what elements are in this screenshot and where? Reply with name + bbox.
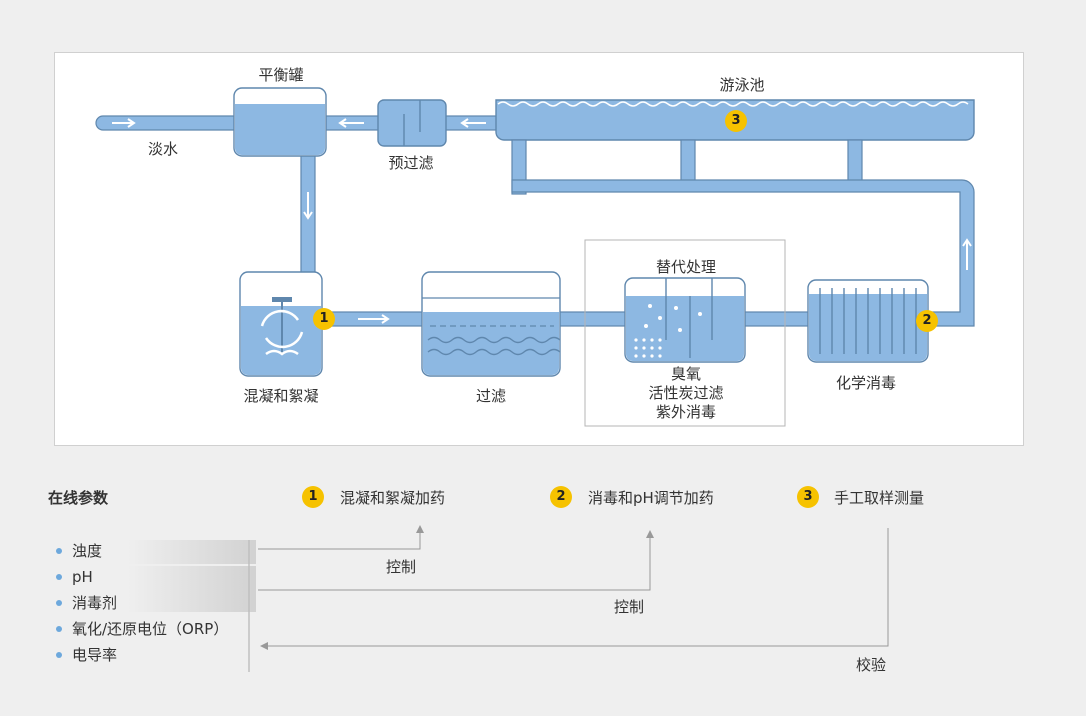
chem-disinfection-label: 化学消毒 — [835, 374, 897, 392]
badge-1: 1 — [313, 308, 335, 330]
legend-connectors — [248, 525, 889, 672]
control-label-1: 控制 — [386, 558, 417, 576]
pool-pipes — [511, 139, 975, 327]
balance-tank — [233, 87, 327, 157]
chem-disinfection-tank — [807, 279, 929, 363]
badge-2: 2 — [916, 310, 938, 332]
param-item: 氧化/还原电位（ORP） — [56, 616, 228, 642]
prefilter — [377, 99, 447, 147]
bullet-icon — [56, 652, 62, 658]
bullet-icon — [56, 574, 62, 580]
alt-treatment-title: 替代处理 — [655, 258, 717, 276]
verify-label: 校验 — [856, 656, 887, 674]
legend-badge-2: 2 — [550, 486, 572, 508]
alt-item-uv: 紫外消毒 — [655, 403, 717, 421]
coagulation-label: 混凝和絮凝 — [243, 387, 319, 405]
bullet-icon — [56, 548, 62, 554]
badge-3: 3 — [725, 110, 747, 132]
param-item: 消毒剂 — [56, 590, 228, 616]
param-item: pH — [56, 564, 228, 590]
fresh-water-label: 淡水 — [148, 140, 179, 158]
bullet-icon — [56, 600, 62, 606]
online-params-title: 在线参数 — [48, 489, 109, 507]
balance-tank-label: 平衡罐 — [258, 66, 304, 84]
param-orp: 氧化/还原电位（ORP） — [72, 620, 229, 638]
legend-badge-1: 1 — [302, 486, 324, 508]
param-disinfectant: 消毒剂 — [72, 594, 118, 612]
param-item: 浊度 — [56, 538, 228, 564]
fresh-water-pipe — [95, 115, 241, 131]
legend-step-2: 消毒和pH调节加药 — [588, 489, 714, 507]
prefilter-label: 预过滤 — [388, 154, 434, 172]
coagulation-tank — [239, 271, 323, 377]
ozone-tank — [624, 277, 746, 363]
pool-label: 游泳池 — [719, 76, 765, 94]
legend-step-1: 混凝和絮凝加药 — [340, 489, 446, 507]
alt-treatment-box — [584, 239, 786, 427]
param-shade-1 — [128, 540, 256, 564]
alt-item-ozone: 臭氧 — [670, 365, 702, 383]
filtration-tank — [421, 271, 561, 377]
alt-item-carbon: 活性炭过滤 — [648, 384, 724, 402]
param-item: 电导率 — [56, 642, 228, 668]
control-label-2: 控制 — [614, 598, 645, 616]
alt-treatment-items: 臭氧 活性炭过滤 紫外消毒 — [648, 365, 723, 422]
param-shade-2 — [128, 566, 256, 612]
filtration-label: 过滤 — [475, 387, 507, 405]
legend-step-3: 手工取样测量 — [834, 489, 925, 507]
down-pipe — [300, 149, 316, 275]
param-turbidity: 浊度 — [72, 542, 103, 560]
bullet-icon — [56, 626, 62, 632]
legend-badge-3: 3 — [797, 486, 819, 508]
param-list: 浊度 pH 消毒剂 氧化/还原电位（ORP） 电导率 — [56, 538, 228, 668]
param-conductivity: 电导率 — [72, 646, 118, 664]
param-ph: pH — [72, 568, 93, 586]
